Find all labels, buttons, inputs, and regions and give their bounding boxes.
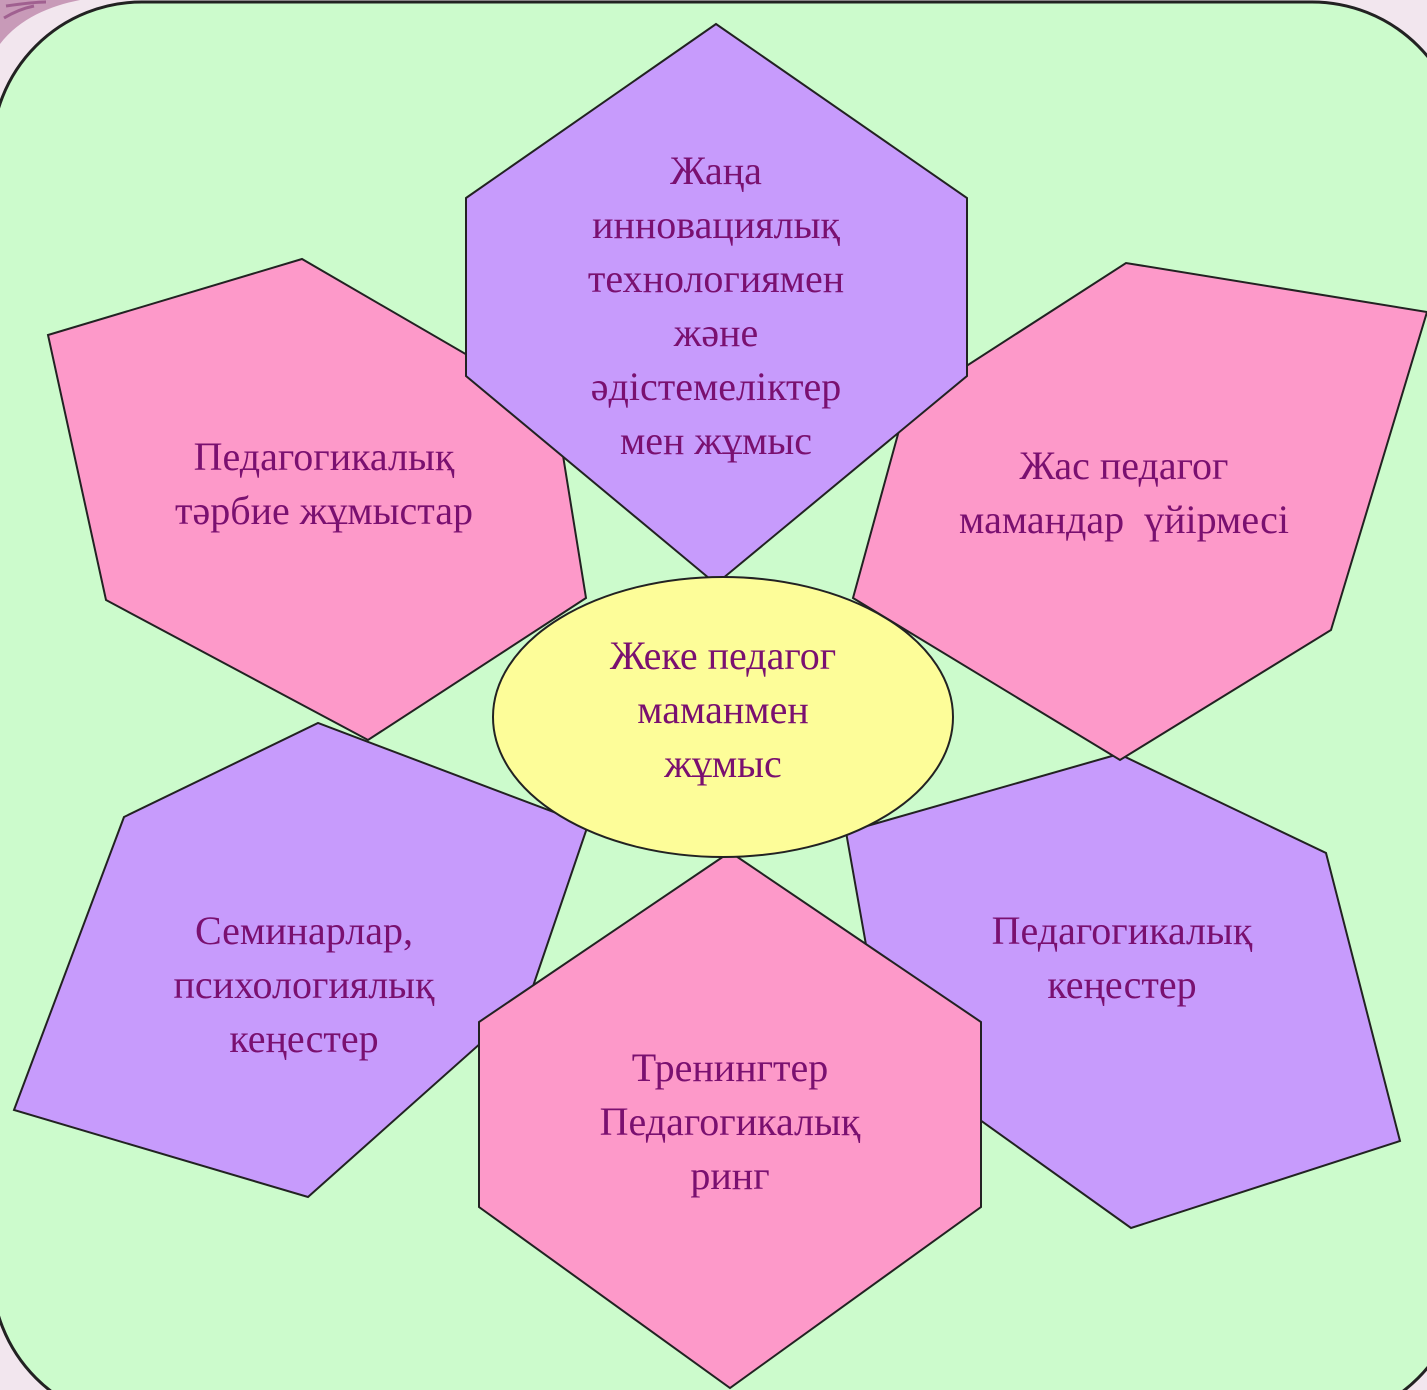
petal-bottom	[478, 850, 982, 1390]
petal-top-label: Жаңа инновациялық технологиямен және әді…	[587, 148, 845, 463]
petal-upper-left	[46, 257, 588, 742]
petal-upper-right-label: Жас педагог мамандар үйірмесі	[959, 443, 1289, 542]
petal-upper-left-label: Педагогикалық тәрбие жұмыстар	[174, 434, 474, 533]
center-label: Жеке педагог маманмен жұмыс	[609, 633, 837, 786]
center-ellipse	[492, 576, 954, 858]
petal-bottom-label: Тренингтер Педагогикалық ринг	[599, 1045, 861, 1198]
petal-top	[465, 22, 968, 586]
petal-lower-right-label: Педагогикалық кеңестер	[991, 908, 1253, 1007]
petal-lower-left-label: Семинарлар, психологиялық кеңестер	[173, 908, 435, 1061]
petal-upper-right	[851, 261, 1427, 762]
corner-decoration	[0, 0, 80, 44]
